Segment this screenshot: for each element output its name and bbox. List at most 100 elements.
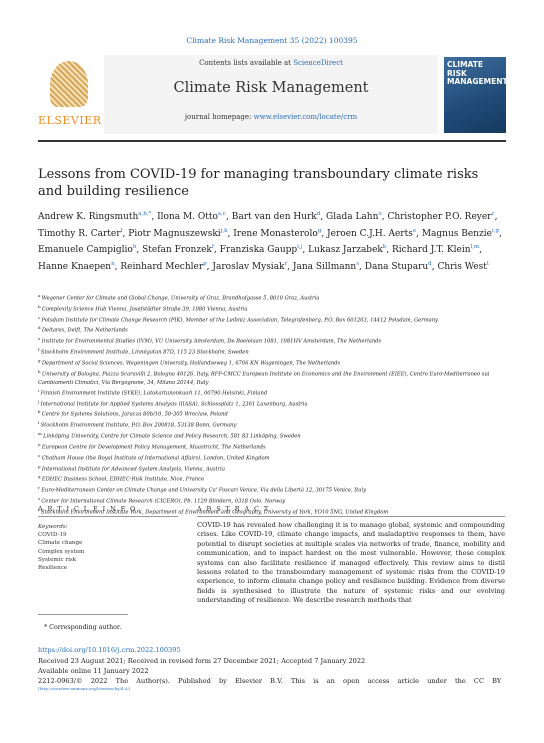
author-entry[interactable]: Franziska Gauppi,j [220, 244, 303, 255]
affiliation-text: Chatham House (the Royal Institute of In… [41, 455, 270, 462]
affiliation-text: Wegener Center for Climate and Global Ch… [41, 295, 320, 302]
author-entry[interactable]: Andrew K. Ringsmutha,b,* [38, 211, 152, 222]
affiliation-text: Stockholm Environment Institute, P.O. Bo… [40, 422, 237, 429]
affiliation-key: r [38, 485, 42, 491]
homepage-line: journal homepage: www.elsevier.com/locat… [104, 113, 438, 121]
publisher-name: ELSEVIER [38, 114, 102, 127]
author-entry[interactable]: Bart van den Hurkd [231, 211, 321, 222]
affiliation-item: m Linköping University, Centre for Clima… [38, 430, 506, 441]
affiliation-text: Potsdam Institute for Climate Change Res… [41, 317, 438, 324]
affiliation-item: a Wegener Center for Climate and Global … [38, 292, 506, 303]
affiliation-item: h University of Bologna, Piazza Scaravil… [38, 368, 506, 387]
author-name: Glada Lahn [326, 212, 379, 222]
author-entry[interactable]: Emanuele Campiglioh [38, 244, 137, 256]
author-name: Emanuele Campiglio [38, 245, 133, 256]
affiliation-item: j International Institute for Applied Sy… [38, 398, 506, 409]
author-affiliation-marker[interactable]: n [111, 260, 115, 267]
author-affiliation-marker[interactable]: i,j [297, 244, 303, 251]
author-name: Dana Stuparu [364, 261, 429, 272]
author-entry[interactable]: Chris Westt [437, 260, 490, 272]
affiliation-text: Linköping University, Centre for Climate… [43, 433, 301, 440]
author-entry[interactable]: Dana Stuparud [364, 260, 432, 272]
author-affiliation-marker[interactable]: d [428, 260, 432, 267]
author-affiliation-marker[interactable]: e [412, 227, 417, 234]
author-name: Jana Sillmann [292, 261, 357, 272]
homepage-link[interactable]: www.elsevier.com/locate/crm [253, 113, 358, 121]
author-affiliation-marker[interactable]: c [491, 211, 495, 217]
author-list: Andrew K. Ringsmutha,b,*, Ilona M. Ottoa… [38, 211, 502, 272]
author-affiliation-marker[interactable]: s [356, 260, 360, 267]
author-entry[interactable]: Christopher P.O. Reyerc [387, 211, 495, 222]
affiliation-key: a [38, 293, 42, 298]
author-name: Ilona M. Otto [157, 212, 218, 222]
sciencedirect-link[interactable]: ScienceDirect [293, 59, 343, 67]
author-entry[interactable]: Jeroen C.J.H. Aertse [327, 227, 417, 239]
author-name: Stefan Fronzek [142, 245, 212, 256]
author-entry[interactable]: Timothy R. Carterf [38, 227, 123, 239]
author-affiliation-marker[interactable]: t [486, 260, 490, 267]
author-entry[interactable]: Ilona M. Ottoa,c [157, 211, 227, 222]
author-entry[interactable]: Richard J.T. Kleinl,m [391, 244, 480, 256]
affiliation-key: n [38, 441, 42, 447]
affiliation-item: n European Centre for Development Policy… [38, 441, 506, 452]
affiliation-key: f [38, 347, 41, 353]
abstract-rule [197, 516, 505, 517]
author-entry[interactable]: Glada Lahno [326, 211, 382, 222]
author-name: Chris West [437, 261, 487, 272]
journal-cover[interactable]: CLIMATE RISK MANAGEMENT [444, 57, 508, 133]
license-url-link[interactable]: (http://creativecommons.org/licenses/by/… [38, 686, 131, 691]
affiliation-item: i Finnish Environment Institute (SYKE), … [38, 387, 506, 398]
author-affiliation-marker[interactable]: a,b,* [138, 211, 152, 217]
author-entry[interactable]: Lukasz Jarzabekk [308, 244, 387, 256]
author-name: Jaroslav Mysiak [212, 261, 285, 272]
author-entry[interactable]: Hanne Knaepenn [38, 260, 115, 272]
author-affiliation-marker[interactable]: g [317, 227, 322, 234]
affiliation-item: g Department of Social Sciences, Wagenin… [38, 357, 506, 368]
author-name: Reinhard Mechler [120, 261, 204, 272]
affiliation-text: University of Bologna, Piazza Scaravilli… [38, 371, 490, 386]
author-name: Piotr Magnuszewski [128, 228, 221, 239]
author-affiliation-marker[interactable]: i,g [491, 227, 499, 234]
author-entry[interactable]: Irene Monasterolog [233, 227, 322, 239]
received-dates: Received 23 August 2021; Received in rev… [38, 657, 366, 665]
author-entry[interactable]: Jana Sillmanns [292, 260, 360, 272]
cover-title: CLIMATE RISK MANAGEMENT [447, 60, 508, 86]
author-name: Christopher P.O. Reyer [387, 212, 492, 222]
author-affiliation-marker[interactable]: a,c [217, 211, 227, 217]
affiliation-key: s [38, 496, 42, 501]
author-affiliation-marker[interactable]: h [132, 244, 137, 251]
available-online: Available online 11 January 2022 [38, 667, 149, 675]
affiliation-text: International Institute for Advanced Sys… [41, 466, 225, 473]
author-affiliation-marker[interactable]: d [316, 211, 321, 217]
author-affiliation-marker[interactable]: l,m [470, 244, 480, 251]
article-title: Lessons from COVID-19 for managing trans… [38, 167, 479, 199]
affiliation-item: d Deltares, Delft, The Netherlands [38, 324, 506, 335]
author-entry[interactable]: Piotr Magnuszewskij,k [128, 227, 228, 239]
author-entry[interactable]: Jaroslav Mysiakr [212, 260, 288, 272]
author-affiliation-marker[interactable]: j,k [220, 227, 228, 234]
author-name: Bart van den Hurk [231, 212, 317, 222]
journal-reference[interactable]: Climate Risk Management 35 (2022) 100395 [186, 36, 358, 45]
author-entry[interactable]: Magnus Benziei,g [422, 227, 499, 239]
author-affiliation-marker[interactable]: p [203, 260, 207, 267]
author-affiliation-marker[interactable]: r [284, 260, 288, 267]
footnote-rule [38, 614, 128, 615]
affiliation-key: g [38, 357, 42, 363]
elsevier-logo[interactable]: ELSEVIER [38, 57, 102, 131]
affiliation-key: d [38, 325, 42, 331]
author-entry[interactable]: Stefan Fronzekf [142, 244, 214, 256]
affiliation-item: s Center for International Climate Resea… [38, 495, 506, 506]
author-affiliation-marker[interactable]: k [382, 244, 387, 251]
author-entry[interactable]: Reinhard Mechlerp [120, 260, 207, 272]
author-affiliation-marker[interactable]: f [211, 244, 214, 251]
author-name: Lukasz Jarzabek [308, 245, 383, 256]
tree-icon [50, 61, 88, 107]
author-name: Richard J.T. Klein [391, 245, 471, 256]
affiliation-list: a Wegener Center for Climate and Global … [38, 292, 506, 517]
affiliation-text: EDHEC Business School, EDHEC-Risk Instit… [41, 477, 205, 484]
keywords-label: Keywords: [38, 524, 68, 530]
author-affiliation-marker[interactable]: f [120, 227, 123, 234]
author-affiliation-marker[interactable]: o [378, 211, 382, 217]
doi-link[interactable]: https://doi.org/10.1016/j.crm.2022.10039… [38, 646, 181, 654]
affiliation-item: l Stockholm Environment Institute, P.O. … [38, 419, 506, 430]
